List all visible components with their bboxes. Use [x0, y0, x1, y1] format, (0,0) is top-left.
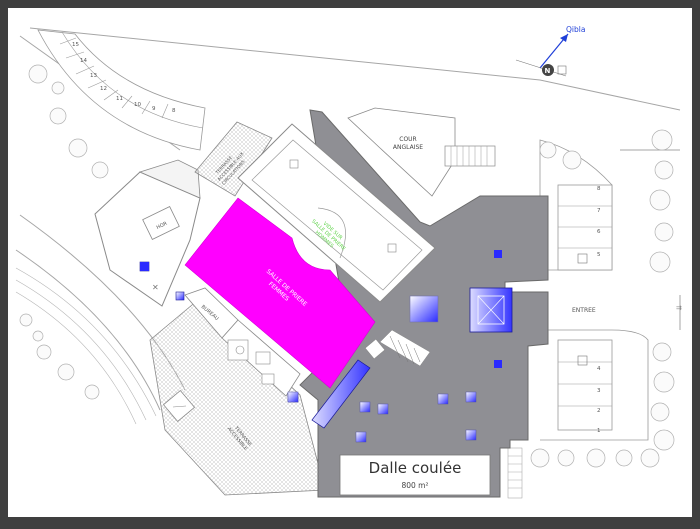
terrace-top: TERRASSE ACCESSIBLE AUX CIRCULATIONS: [194, 121, 273, 197]
parking-number: 1: [597, 428, 601, 434]
slab-skylights: [140, 250, 513, 443]
stand-number: 14: [80, 58, 87, 64]
trees-left: [19, 64, 109, 400]
stairs-center: [364, 329, 431, 367]
parking-number: 5: [597, 252, 601, 258]
qibla-arrow-icon: [560, 34, 568, 42]
qibla-label: Qibla: [566, 25, 585, 34]
stand-number: 15: [72, 42, 79, 48]
parking-number: 6: [597, 229, 601, 235]
parking-number: 8: [597, 186, 601, 192]
cross-icon: ✕: [152, 283, 159, 292]
cour-label: ANGLAISE: [393, 144, 423, 151]
parking: 8 7 6 5 4 3 2 1 ENTREE ⇉: [539, 139, 682, 441]
cour-anglaise: COUR ANGLAISE: [347, 107, 496, 197]
accessible-parking-icon: [577, 355, 588, 366]
terrace-accessible: TERRASSE ACCESSIBLE: [149, 299, 326, 496]
trees-right: [530, 129, 675, 468]
cour-label: COUR: [399, 136, 416, 143]
parking-number: 3: [597, 388, 601, 394]
parking-number: 7: [597, 208, 601, 214]
compass: Qibla N: [515, 25, 585, 77]
stand-number: 8: [172, 108, 176, 114]
tiered-stands: 15 14 13 12 11 10 9 8: [37, 29, 206, 151]
skylight: [175, 291, 185, 301]
parking-number: 4: [597, 366, 601, 372]
curved-steps: [15, 267, 157, 425]
stand-number: 12: [100, 86, 107, 92]
accessible-parking-icon: [577, 253, 588, 264]
parking-number: 2: [597, 408, 601, 414]
stand-number: 9: [152, 106, 156, 112]
women-prayer-hall: SALLE DE PRIERE FEMMES: [184, 197, 376, 389]
dalle-title: Dalle coulée: [369, 459, 462, 477]
service-block: BUREAU: [184, 287, 301, 403]
arrow-right-icon: ⇉: [676, 304, 682, 312]
entrance-label: ENTREE: [572, 307, 596, 314]
bottom-stairs: [507, 447, 523, 499]
void-men-prayer-hall: VIDE SUR SALLE DE PRIERE HOMMES: [237, 123, 436, 303]
hor-label: HOR: [156, 221, 169, 232]
dalle-area: 800 m²: [401, 481, 428, 490]
stand-number: 11: [116, 96, 123, 102]
north-icon: N: [545, 67, 551, 75]
stand-number: 10: [134, 102, 141, 108]
linear-skylight: [311, 359, 371, 429]
dalle-label-panel: [339, 454, 491, 496]
stand-number: 13: [90, 73, 97, 79]
